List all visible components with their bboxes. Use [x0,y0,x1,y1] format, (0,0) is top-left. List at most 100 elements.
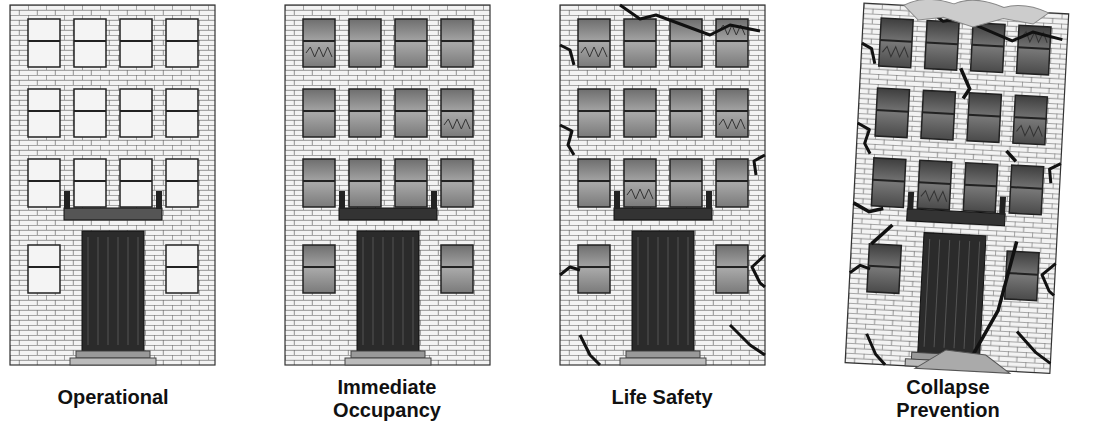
wall-crack [620,5,760,35]
window [670,159,702,207]
window-mullion [166,110,198,112]
window-mullion [670,40,702,42]
window [716,245,748,293]
step [626,351,700,358]
window-mullion [670,180,702,182]
wall-crack [959,68,971,98]
window [1005,251,1039,301]
window-mullion [624,110,656,112]
window-mullion [166,180,198,182]
wall-crack [1015,332,1052,364]
window [303,89,335,137]
window-mullion [166,266,198,268]
window-mullion [1006,273,1038,275]
door-panel [944,240,950,348]
door [918,233,986,356]
window-mullion [926,42,958,44]
window [578,159,610,207]
door-panel [138,237,139,345]
window-mullion [303,180,335,182]
window-mullion [74,40,106,42]
window-mullion [716,180,748,182]
window [624,89,656,137]
step [620,358,706,365]
window-mullion [578,110,610,112]
window-mullion [441,180,473,182]
door-panel [678,237,679,345]
window [578,89,610,137]
wall-crack [850,265,870,274]
window [670,89,702,137]
window [303,159,335,207]
balcony-rail [64,191,70,209]
window-mullion [303,40,335,42]
window [624,159,656,207]
balcony-rail [431,191,437,209]
door-panel [648,237,649,345]
window-mullion [441,40,473,42]
glass-crack [1016,125,1042,136]
window-mullion [919,182,951,184]
balcony-rail [706,191,712,209]
window-mullion [578,40,610,42]
building [845,0,1069,375]
window-mullion [74,180,106,182]
door-panel [393,237,394,345]
glass-crack [627,189,653,199]
window-mullion [972,45,1004,47]
window-mullion [441,110,473,112]
brick-wall [560,5,765,365]
door-panel [363,237,364,345]
window [441,159,473,207]
door-panel [118,237,119,345]
window-mullion [716,110,748,112]
door-panel [373,237,374,345]
performance-level-label: Collapse Prevention [873,376,1023,422]
window [120,89,152,137]
wall-crack [580,335,600,365]
wall-crack [871,224,892,245]
balcony [614,208,712,220]
window-mullion [120,180,152,182]
wall-crack [752,255,765,287]
door-panel [974,242,980,350]
window-mullion [1018,47,1050,49]
window-mullion [624,40,656,42]
window [441,19,473,67]
door-panel [383,237,384,345]
window-mullion [578,180,610,182]
window-mullion [395,180,427,182]
step [76,351,150,358]
door-panel [403,237,404,345]
glass-crack [882,46,908,57]
building [285,5,490,365]
wall-crack [730,325,765,355]
building [560,5,765,365]
window-mullion [670,110,702,112]
window-mullion [578,266,610,268]
window-mullion [28,110,60,112]
glass-crack [719,119,745,129]
step [345,358,431,365]
wall-crack [560,267,580,275]
window [867,244,901,294]
dust-cloud [903,0,1049,31]
window [578,19,610,67]
window-mullion [922,112,954,114]
brick-wall [845,3,1069,373]
window-mullion [624,180,656,182]
window [74,89,106,137]
window-mullion [166,40,198,42]
window [120,19,152,67]
window-mullion [349,40,381,42]
door [632,231,694,351]
performance-level-label: Operational [13,386,213,409]
door-panel [934,239,940,347]
balcony [64,208,162,220]
window-mullion [28,180,60,182]
wall-crack [856,123,872,154]
wall-crack [1041,263,1056,296]
door-panel [108,237,109,345]
balcony-rail [999,197,1006,215]
door-panel [658,237,659,345]
